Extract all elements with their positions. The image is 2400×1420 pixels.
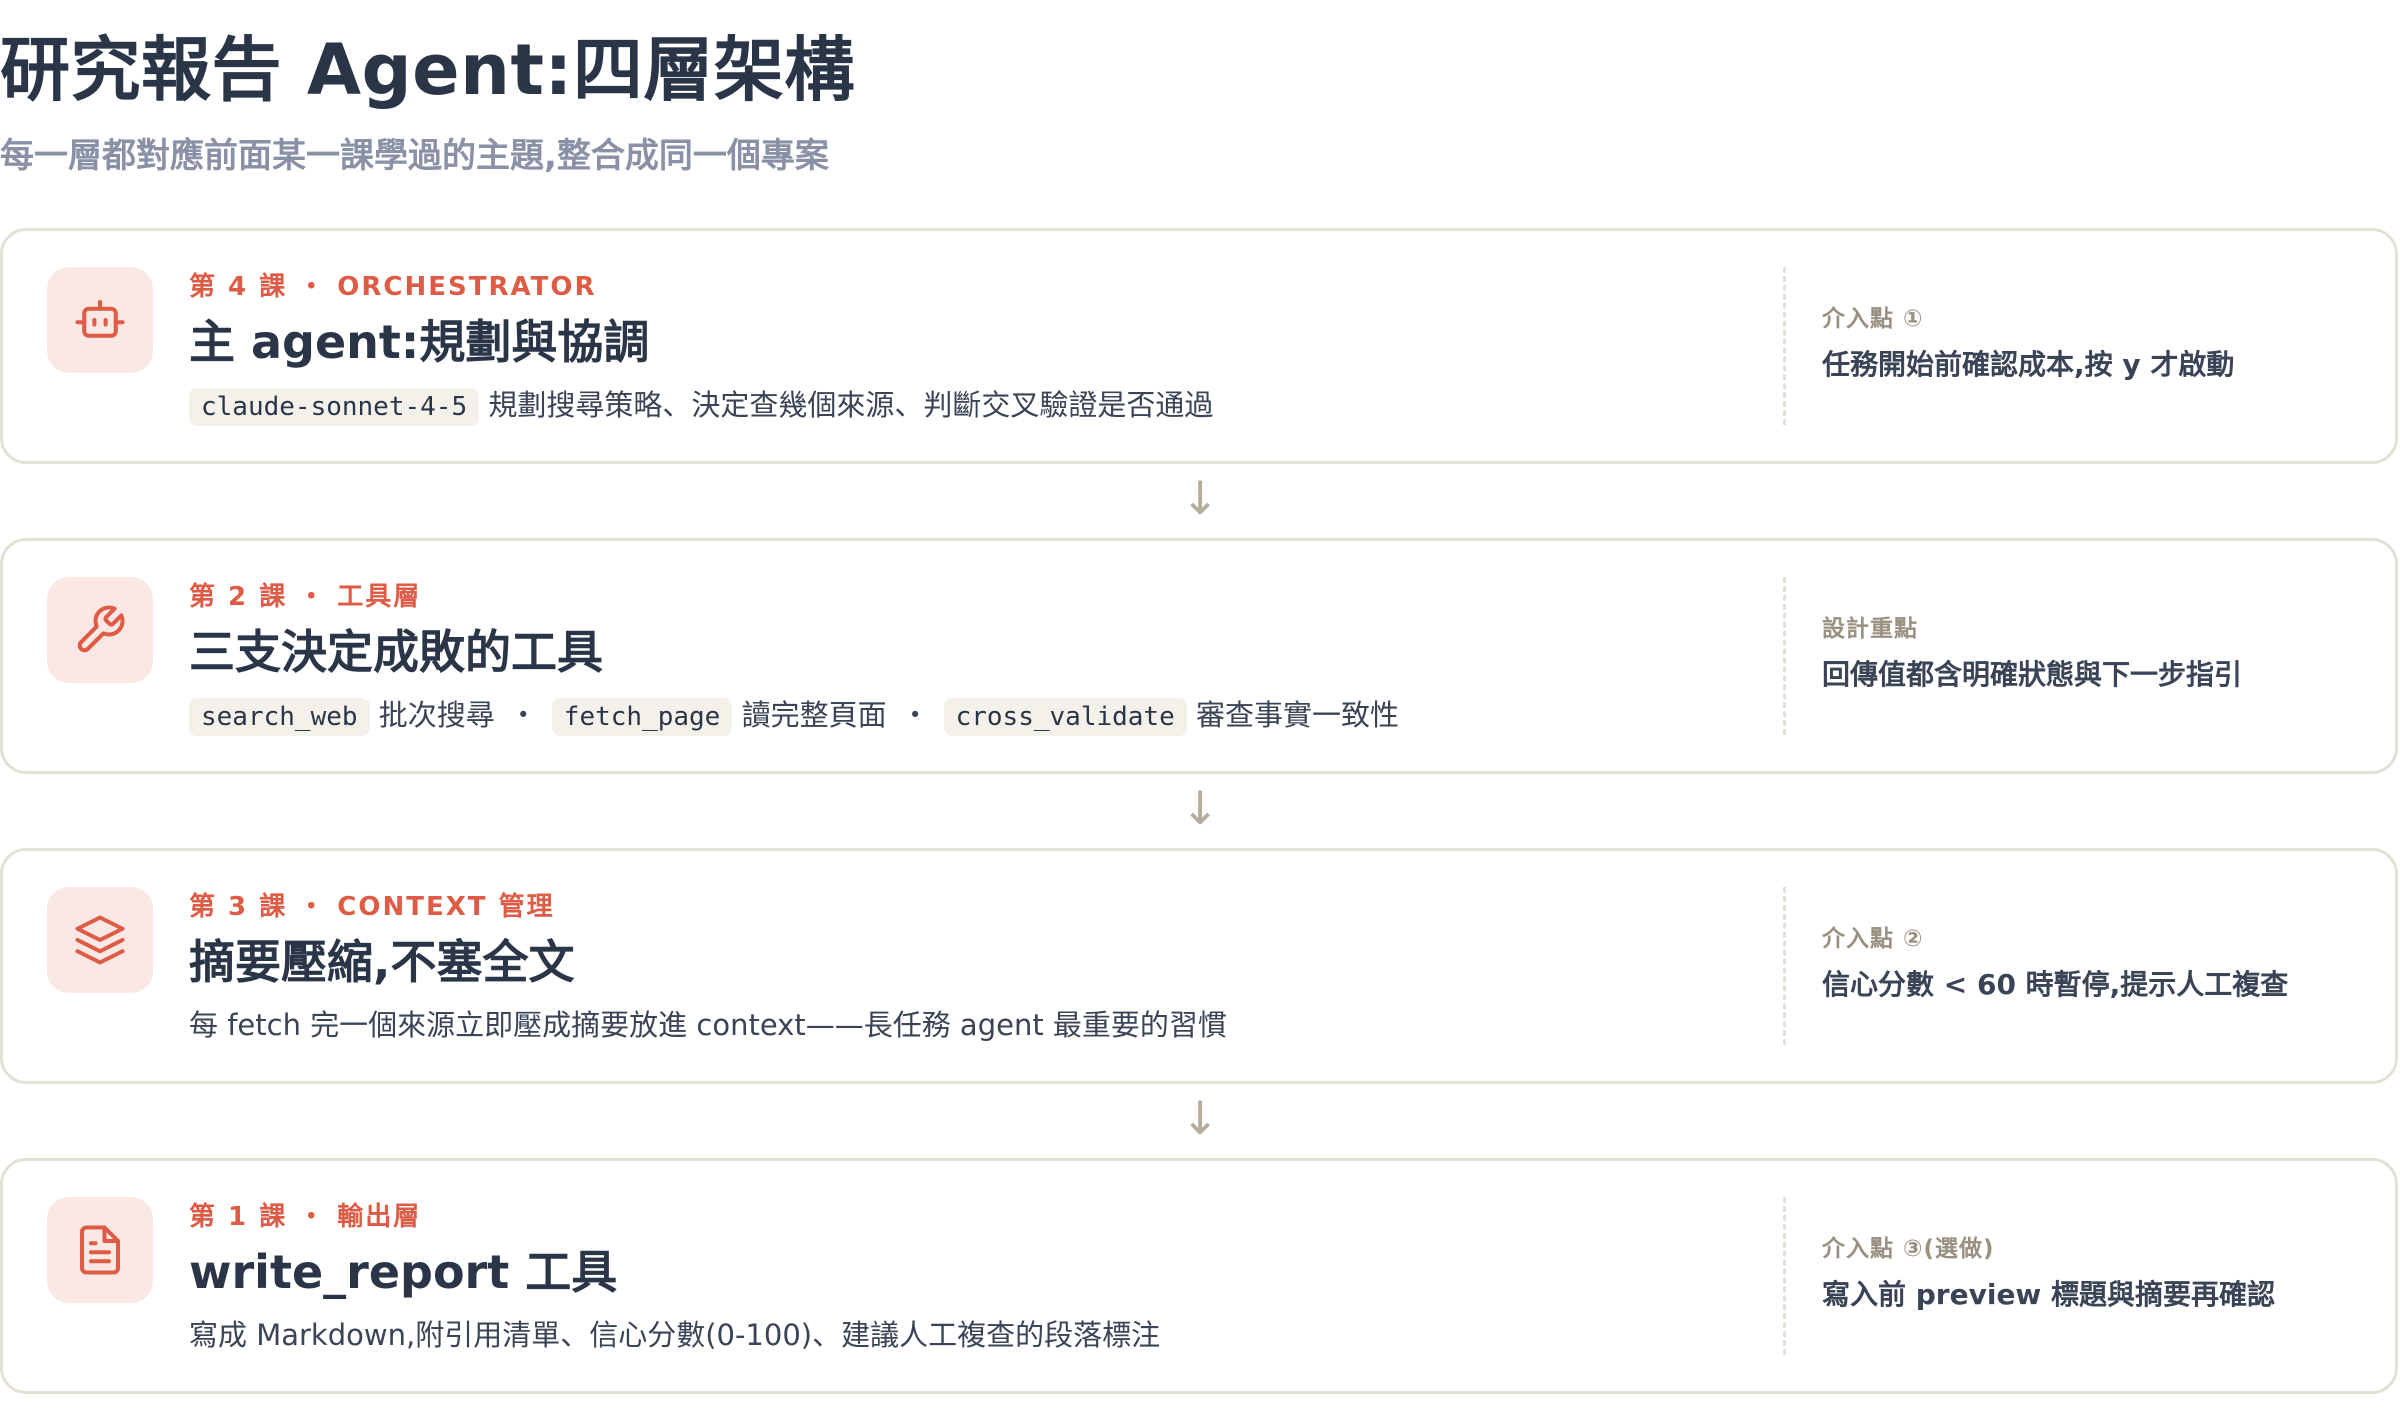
arrow-down-icon: ↓ [1180, 781, 1220, 835]
side-note-text: 信心分數 < 60 時暫停,提示人工複查 [1822, 968, 2289, 1001]
document-icon [47, 1197, 153, 1303]
arrow-down-icon: ↓ [1180, 471, 1220, 525]
lesson-tag: 第 1 課 ・ 輸出層 [189, 1202, 422, 1232]
architecture-diagram: 第 4 課 ・ ORCHESTRATOR 主 agent:規劃與協調 claud… [0, 228, 2398, 1394]
tool-code-chip: fetch_page [551, 698, 733, 736]
layer-card-context: 第 3 課 ・ CONTEXT 管理 摘要壓縮,不塞全文 每 fetch 完一個… [0, 848, 2398, 1084]
side-note: 設計重點 回傳值都含明確狀態與下一步指引 [1783, 577, 2346, 735]
layer-card-orchestrator: 第 4 課 ・ ORCHESTRATOR 主 agent:規劃與協調 claud… [0, 228, 2398, 464]
connector: ↓ [0, 774, 2398, 848]
side-note-label: 設計重點 [1822, 616, 1918, 642]
side-note-text: 回傳值都含明確狀態與下一步指引 [1822, 658, 2243, 691]
side-note: 介入點 ① 任務開始前確認成本,按 y 才啟動 [1783, 267, 2346, 425]
layer-description: claude-sonnet-4-5 規劃搜尋策略、決定查幾個來源、判斷交叉驗證是… [189, 381, 1213, 431]
layer-description: 每 fetch 完一個來源立即壓成摘要放進 context——長任務 agent… [189, 1001, 1227, 1049]
connector: ↓ [0, 1084, 2398, 1158]
description-text: 每 fetch 完一個來源立即壓成摘要放進 context——長任務 agent… [189, 1008, 1227, 1042]
side-note-text: 任務開始前確認成本,按 y 才啟動 [1822, 348, 2235, 381]
lesson-tag: 第 2 課 ・ 工具層 [189, 582, 422, 612]
arrow-down-icon: ↓ [1180, 1091, 1220, 1145]
layer-card-tools: 第 2 課 ・ 工具層 三支決定成敗的工具 search_web 批次搜尋・fe… [0, 538, 2398, 774]
layer-title: 三支決定成敗的工具 [189, 625, 603, 679]
side-note: 介入點 ② 信心分數 < 60 時暫停,提示人工複查 [1783, 887, 2346, 1045]
wrench-icon [47, 577, 153, 683]
layer-card-output: 第 1 課 ・ 輸出層 write_report 工具 寫成 Markdown,… [0, 1158, 2398, 1394]
tool-description: 審查事實一致性 [1195, 698, 1399, 732]
side-note-label: 介入點 ③(選做) [1822, 1236, 1995, 1262]
side-note-label: 介入點 ① [1822, 306, 1924, 332]
page-subtitle: 每一層都對應前面某一課學過的主題,整合成同一個專案 [0, 136, 829, 176]
separator-dot: ・ [900, 698, 930, 732]
tool-code-chip: cross_validate [943, 698, 1187, 736]
layer-description: 寫成 Markdown,附引用清單、信心分數(0-100)、建議人工複查的段落標… [189, 1311, 1160, 1359]
tool-description: 讀完整頁面 [741, 698, 887, 732]
layer-title: 主 agent:規劃與協調 [189, 315, 650, 369]
lesson-tag: 第 4 課 ・ ORCHESTRATOR [189, 272, 597, 302]
layer-title: 摘要壓縮,不塞全文 [189, 935, 575, 989]
side-note-text: 寫入前 preview 標題與摘要再確認 [1822, 1278, 2276, 1311]
tool-description: 批次搜尋 [378, 698, 495, 732]
model-code-chip: claude-sonnet-4-5 [189, 388, 480, 426]
separator-dot: ・ [508, 698, 538, 732]
page-title: 研究報告 Agent:四層架構 [0, 29, 855, 111]
layers-icon [47, 887, 153, 993]
side-note: 介入點 ③(選做) 寫入前 preview 標題與摘要再確認 [1783, 1197, 2346, 1355]
connector: ↓ [0, 464, 2398, 538]
layer-title: write_report 工具 [189, 1245, 618, 1299]
side-note-label: 介入點 ② [1822, 926, 1924, 952]
layer-description: search_web 批次搜尋・fetch_page 讀完整頁面・cross_v… [189, 691, 1399, 741]
description-text: 寫成 Markdown,附引用清單、信心分數(0-100)、建議人工複查的段落標… [189, 1318, 1161, 1352]
tool-code-chip: search_web [189, 698, 370, 736]
lesson-tag: 第 3 課 ・ CONTEXT 管理 [189, 892, 555, 922]
description-text: 規劃搜尋策略、決定查幾個來源、判斷交叉驗證是否通過 [488, 388, 1214, 422]
robot-icon [47, 267, 153, 373]
